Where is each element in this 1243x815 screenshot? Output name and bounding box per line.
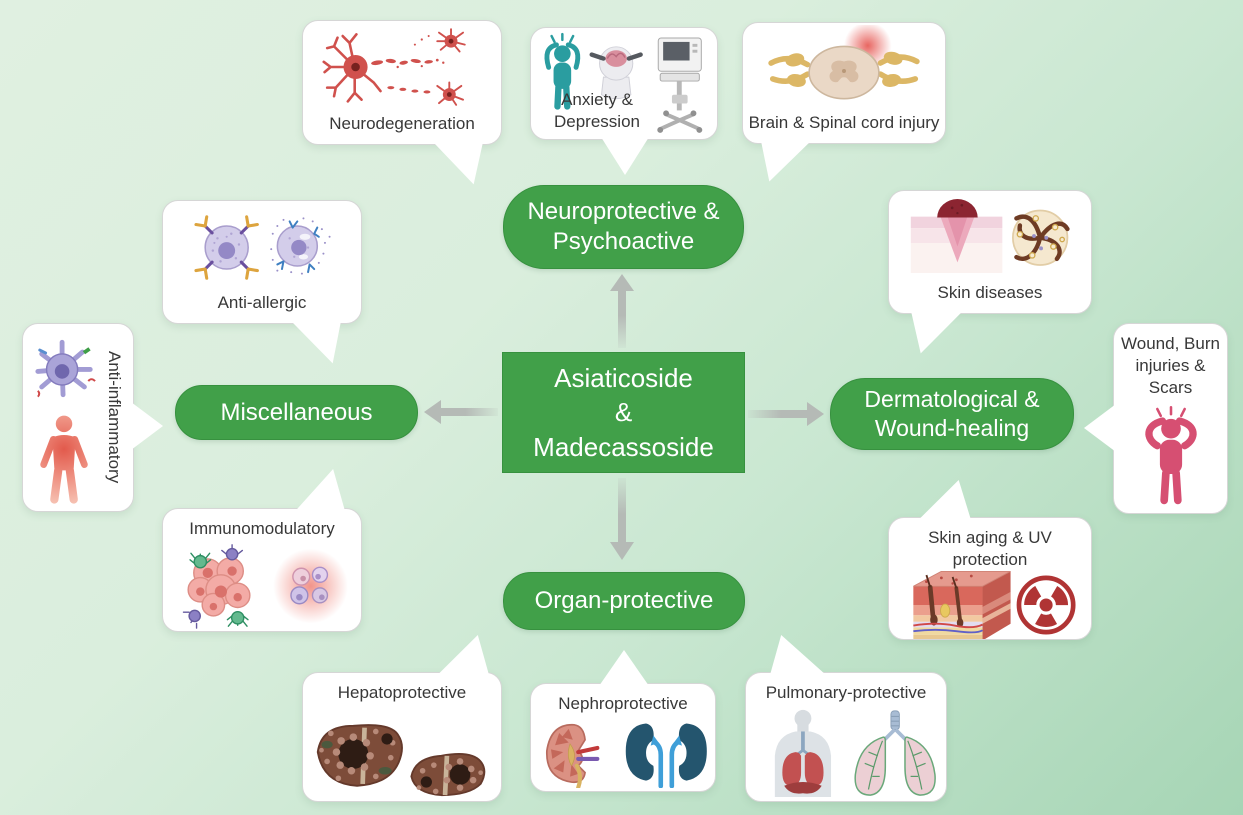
immunomodulatory-icons bbox=[163, 540, 361, 631]
callout-wound-burn: Wound, Burn injuries & Scars bbox=[1084, 323, 1228, 514]
radiation-symbol-icon bbox=[1016, 575, 1076, 635]
callout-neurodegeneration: Neurodegeneration bbox=[302, 20, 502, 185]
node-label: Organ-protective bbox=[534, 587, 714, 614]
kidney-icons bbox=[531, 715, 715, 791]
skin-diseases-icons bbox=[889, 191, 1091, 282]
callout-tail bbox=[599, 650, 649, 686]
node-label: Miscellaneous bbox=[220, 398, 373, 426]
callout-tail bbox=[911, 311, 963, 354]
callout-anxiety-depression: Anxiety & Depression bbox=[530, 27, 718, 175]
brain-stimulation-head-icon bbox=[589, 46, 643, 100]
callout-brain-spinal: Brain & Spinal cord injury bbox=[742, 22, 946, 182]
callout-nephroprotective: Nephroprotective bbox=[530, 650, 716, 792]
skin-aging-icons bbox=[889, 571, 1091, 639]
callout-label: Skin diseases bbox=[937, 282, 1043, 302]
callout-label: Brain & Spinal cord injury bbox=[748, 112, 940, 132]
anti-inflammatory-icons bbox=[23, 324, 106, 511]
arrow-up-icon bbox=[610, 274, 634, 348]
eeg-monitor-icon bbox=[657, 37, 703, 133]
pulmonary-icons bbox=[746, 704, 946, 801]
skin-wound-section-icon bbox=[910, 199, 1003, 274]
lungs-detail-icon bbox=[854, 709, 936, 796]
callout-tail bbox=[601, 137, 649, 175]
callout-tail bbox=[437, 635, 489, 675]
spinal-cord-injury-icon bbox=[743, 23, 945, 112]
cirrhotic-livers-icon bbox=[303, 704, 501, 801]
callout-tail bbox=[918, 480, 971, 520]
dendritic-cell-icon bbox=[34, 339, 96, 397]
node-label: Neuroprotective & Psychoactive bbox=[527, 198, 720, 255]
callout-label: Anti-allergic bbox=[217, 292, 307, 312]
callout-skin-aging: Skin aging & UV protection bbox=[888, 480, 1092, 640]
center-node-label: Asiaticoside & Madecassoside bbox=[533, 363, 714, 462]
kidney-pair-icon bbox=[625, 723, 707, 789]
callout-label: Pulmonary-protective bbox=[765, 683, 927, 702]
arrow-left-icon bbox=[424, 400, 498, 424]
skin-cell-cluster-icon bbox=[1012, 210, 1070, 267]
callout-label: Neurodegeneration bbox=[329, 113, 475, 133]
skin-block-icon bbox=[913, 571, 1011, 639]
callout-tail bbox=[770, 635, 826, 675]
callout-label: Wound, Burn injuries & Scars bbox=[1121, 334, 1220, 398]
node-neuroprotective: Neuroprotective & Psychoactive bbox=[503, 185, 744, 269]
callout-label: Immunomodulatory bbox=[189, 519, 335, 538]
mast-cell-antibodies-icon bbox=[163, 201, 361, 292]
node-organ-protective: Organ-protective bbox=[503, 572, 745, 630]
callout-label: Anxiety & Depression bbox=[554, 89, 640, 131]
arrow-down-icon bbox=[610, 478, 634, 560]
callout-hepatoprotective: Hepatoprotective bbox=[302, 635, 502, 802]
degenerating-neurons-icon bbox=[303, 21, 501, 113]
torso-lungs-icon bbox=[774, 709, 832, 797]
callout-immunomodulatory: Immunomodulatory bbox=[162, 469, 362, 632]
inflamed-cells-icon bbox=[273, 548, 348, 623]
callout-tail bbox=[295, 469, 345, 511]
callout-tail bbox=[433, 142, 483, 185]
callout-tail bbox=[131, 402, 163, 450]
anxious-person-icon bbox=[544, 32, 581, 110]
callout-anti-inflammatory: Anti-inflammatory bbox=[22, 323, 163, 512]
callout-anti-allergic: Anti-allergic bbox=[162, 200, 362, 364]
callout-tail bbox=[1084, 404, 1116, 452]
callout-label: Anti-inflammatory bbox=[105, 351, 124, 484]
callout-skin-diseases: Skin diseases bbox=[888, 190, 1092, 354]
node-dermatological: Dermatological & Wound-healing bbox=[830, 378, 1074, 450]
center-node: Asiaticoside & Madecassoside bbox=[502, 352, 745, 473]
inflamed-body-icon bbox=[39, 415, 88, 504]
callout-pulmonary: Pulmonary-protective bbox=[745, 635, 947, 802]
arrow-right-icon bbox=[748, 402, 824, 426]
distressed-person-icon bbox=[1114, 399, 1227, 513]
callout-label: Nephroprotective bbox=[558, 694, 688, 713]
anxiety-icons bbox=[531, 28, 717, 139]
node-miscellaneous: Miscellaneous bbox=[175, 385, 418, 440]
node-label: Dermatological & Wound-healing bbox=[864, 386, 1040, 441]
kidney-section-icon bbox=[546, 724, 600, 789]
callout-label: Hepatoprotective bbox=[337, 683, 467, 702]
callout-tail bbox=[291, 321, 341, 364]
callout-tail bbox=[761, 141, 811, 182]
callout-label: Skin aging & UV protection bbox=[928, 528, 1052, 570]
tumor-immune-cells-icon bbox=[182, 543, 251, 629]
